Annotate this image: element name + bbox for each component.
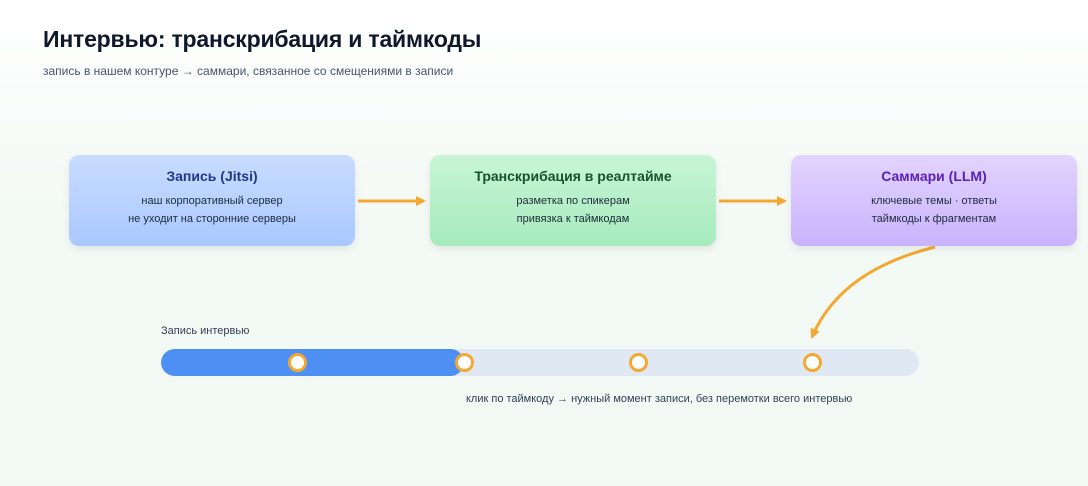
step-detail: ключевые темы · ответы — [871, 195, 997, 207]
timeline-progress-fill — [161, 349, 465, 376]
page-title: Интервью: транскрибация и таймкоды — [43, 26, 482, 52]
step-title: Транскрибация в реалтайме — [474, 168, 672, 184]
step-title: Запись (Jitsi) — [166, 168, 258, 184]
timecode-marker[interactable] — [454, 353, 474, 372]
step-detail: не уходит на сторонние серверы — [128, 213, 296, 225]
step-card-transcription: Транскрибация в реалтайме разметка по сп… — [430, 155, 716, 246]
step-card-summary: Саммари (LLM) ключевые темы · ответы тай… — [791, 155, 1077, 246]
step-detail: разметка по спикерам — [516, 195, 630, 207]
arrow-summary-to-timecode — [810, 245, 936, 339]
timeline-footnote: клик по таймкоду → нужный момент записи,… — [466, 393, 853, 405]
step-detail: таймкоды к фрагментам — [871, 213, 997, 225]
page-subtitle: запись в нашем контуре → саммари, связан… — [43, 64, 454, 78]
step-detail: привязка к таймкодам — [516, 213, 630, 225]
step-card-recording: Запись (Jitsi) наш корпоративный сервер … — [69, 155, 355, 246]
timecode-marker[interactable] — [629, 353, 649, 372]
timecode-marker[interactable] — [803, 353, 823, 372]
step-detail: наш корпоративный сервер — [141, 195, 283, 207]
recording-timeline[interactable] — [161, 349, 919, 376]
step-title: Саммари (LLM) — [881, 168, 987, 184]
timecode-marker[interactable] — [287, 353, 307, 372]
timeline-label: Запись интервью — [161, 325, 250, 337]
